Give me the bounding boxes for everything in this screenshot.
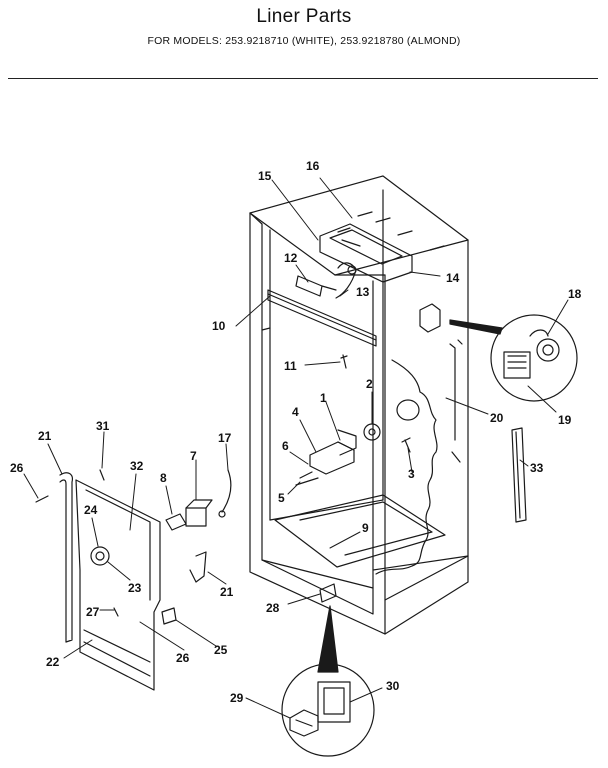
wiring-harness bbox=[375, 359, 438, 575]
callout-7: 7 bbox=[190, 449, 197, 463]
detail-pointer bbox=[317, 605, 339, 673]
bracket-25 bbox=[161, 607, 177, 625]
component-7 bbox=[185, 507, 207, 527]
callout-2: 2 bbox=[366, 377, 373, 391]
shelf-rail bbox=[267, 289, 377, 347]
callout-3: 3 bbox=[408, 467, 415, 481]
callout-labels: 15 16 12 13 14 10 11 18 19 20 1 2 4 6 3 … bbox=[10, 159, 582, 705]
clip-21 bbox=[189, 551, 207, 583]
callout-11: 11 bbox=[284, 359, 297, 373]
screw-26a bbox=[35, 495, 49, 503]
callout-20: 20 bbox=[490, 411, 504, 425]
screw-3 bbox=[401, 437, 411, 453]
callout-26b: 26 bbox=[176, 651, 190, 665]
models-subtitle: FOR MODELS: 253.9218710 (WHITE), 253.921… bbox=[147, 35, 461, 47]
callout-5: 5 bbox=[278, 491, 285, 505]
sensor-bracket bbox=[419, 303, 441, 333]
callout-16: 16 bbox=[306, 159, 320, 173]
callout-17: 17 bbox=[218, 431, 232, 445]
callout-21a: 21 bbox=[38, 429, 52, 443]
detail-circle-switch bbox=[281, 663, 375, 757]
callout-4: 4 bbox=[292, 405, 299, 419]
callout-21b: 21 bbox=[220, 585, 234, 599]
callout-10: 10 bbox=[212, 319, 226, 333]
screw-11 bbox=[340, 354, 348, 369]
callout-27: 27 bbox=[86, 605, 100, 619]
callout-32: 32 bbox=[130, 459, 144, 473]
callout-14: 14 bbox=[446, 271, 460, 285]
sensor-cable bbox=[449, 339, 463, 463]
callout-13: 13 bbox=[356, 285, 370, 299]
component-8 bbox=[165, 513, 187, 531]
control-housing bbox=[319, 223, 413, 283]
callout-15: 15 bbox=[258, 169, 272, 183]
left-rail bbox=[59, 472, 73, 643]
side-panel bbox=[75, 479, 161, 691]
callout-23: 23 bbox=[128, 581, 142, 595]
screw-27 bbox=[113, 607, 119, 617]
liner-opening bbox=[396, 399, 420, 421]
callout-25: 25 bbox=[214, 643, 228, 657]
header-divider bbox=[8, 78, 598, 79]
callout-30: 30 bbox=[386, 679, 400, 693]
callout-31: 31 bbox=[96, 419, 110, 433]
callout-26a: 26 bbox=[10, 461, 24, 475]
callout-6: 6 bbox=[282, 439, 289, 453]
light-socket-assembly bbox=[295, 262, 357, 299]
callout-33: 33 bbox=[530, 461, 544, 475]
detail-circle-lamp bbox=[449, 314, 578, 402]
trim-strip bbox=[511, 427, 527, 523]
callout-1: 1 bbox=[320, 391, 327, 405]
leader-lines bbox=[23, 177, 569, 719]
component-7-tab bbox=[185, 499, 213, 509]
wire-17 bbox=[221, 469, 232, 513]
callout-9: 9 bbox=[362, 521, 369, 535]
callout-19: 19 bbox=[558, 413, 572, 427]
page-title: Liner Parts bbox=[256, 6, 352, 27]
callout-22: 22 bbox=[46, 655, 60, 669]
callout-29: 29 bbox=[230, 691, 244, 705]
cabinet-liner bbox=[249, 175, 469, 635]
callout-12: 12 bbox=[284, 251, 298, 265]
callout-24: 24 bbox=[84, 503, 98, 517]
callout-28: 28 bbox=[266, 601, 280, 615]
callout-18: 18 bbox=[568, 287, 582, 301]
callout-8: 8 bbox=[160, 471, 167, 485]
screw-31 bbox=[99, 469, 105, 481]
switch-28 bbox=[319, 583, 337, 603]
